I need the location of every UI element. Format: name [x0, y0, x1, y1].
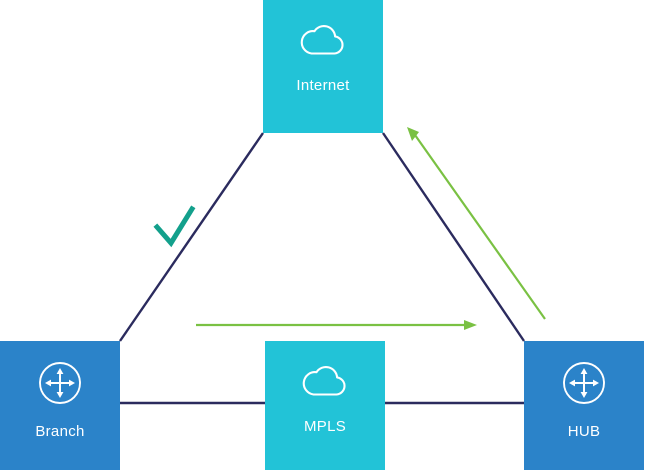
node-internet-label: Internet: [296, 77, 350, 94]
cloud-icon: [300, 25, 344, 55]
router-icon: [39, 362, 81, 404]
router-icon: [563, 362, 605, 404]
link-internet-hub: [382, 132, 525, 342]
node-hub[interactable]: HUB: [524, 341, 644, 470]
node-mpls[interactable]: MPLS: [265, 341, 385, 470]
node-branch-label: Branch: [35, 423, 85, 440]
link-branch-internet: [119, 132, 264, 342]
node-internet[interactable]: Internet: [263, 0, 383, 133]
node-mpls-label: MPLS: [303, 418, 347, 435]
cloud-icon: [302, 366, 346, 396]
node-branch[interactable]: Branch: [0, 341, 120, 470]
node-hub-label: HUB: [567, 423, 601, 440]
